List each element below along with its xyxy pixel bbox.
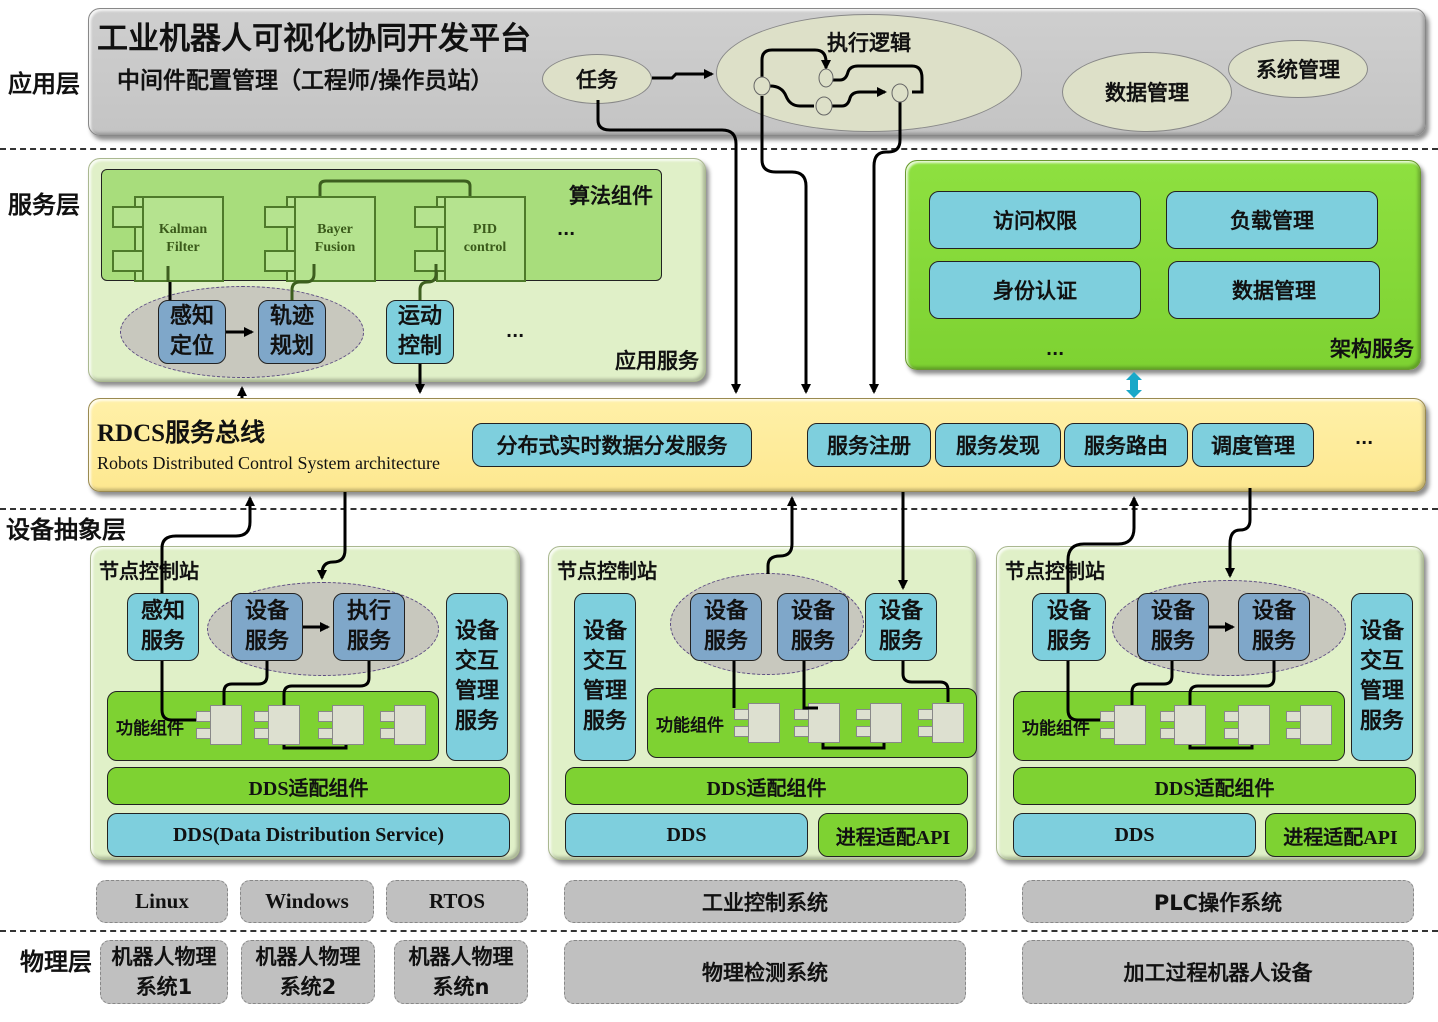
station-title: 节点控制站 <box>99 559 199 583</box>
function-component-icon <box>1160 705 1206 745</box>
layer-label-device-abstraction: 设备抽象层 <box>6 516 126 544</box>
dds-adapter-component[interactable]: DDS适配组件 <box>1013 767 1416 805</box>
exec-logic-node[interactable]: 执行逻辑 <box>716 14 1022 132</box>
device-service[interactable]: 设备 服务 <box>690 593 762 661</box>
application-services-title: 应用服务 <box>615 349 699 373</box>
platform-title: 工业机器人可视化协同开发平台 <box>97 21 531 57</box>
algorithm-bayer-fusion[interactable]: Bayer Fusion <box>264 196 376 282</box>
system-management-node[interactable]: 系统管理 <box>1228 40 1368 98</box>
function-components-label: 功能组件 <box>116 718 184 739</box>
device-service[interactable]: 设备 服务 <box>777 593 849 661</box>
device-interaction-management-service[interactable]: 设备 交互 管理 服务 <box>1351 593 1413 761</box>
device-interaction-management-service[interactable]: 设备 交互 管理 服务 <box>446 593 508 761</box>
os-linux[interactable]: Linux <box>96 880 228 923</box>
function-components-label: 功能组件 <box>656 715 724 736</box>
algorithm-components-title: 算法组件 <box>569 184 653 208</box>
algorithm-label: Bayer Fusion <box>294 196 376 282</box>
bus-item-dds-distribution[interactable]: 分布式实时数据分发服务 <box>472 423 752 467</box>
dds-service[interactable]: DDS <box>565 813 808 857</box>
algorithms-more: ... <box>557 220 576 239</box>
function-component-icon <box>918 703 964 743</box>
dds-data-distribution-service[interactable]: DDS(Data Distribution Service) <box>107 813 510 857</box>
layer-divider <box>0 508 1438 510</box>
platform-subtitle: 中间件配置管理（工程师/操作员站） <box>117 68 494 94</box>
trajectory-planning-service[interactable]: 轨迹 规划 <box>258 300 326 364</box>
function-component-icon <box>318 705 364 745</box>
device-service[interactable]: 设备 服务 <box>1238 593 1310 661</box>
perception-service[interactable]: 感知 服务 <box>127 593 199 661</box>
robot-physical-system-2[interactable]: 机器人物理 系统2 <box>241 940 375 1004</box>
algorithm-kalman-filter[interactable]: Kalman Filter <box>112 196 224 282</box>
function-component-icon <box>196 705 242 745</box>
function-components-label: 功能组件 <box>1022 718 1090 739</box>
data-management-service[interactable]: 数据管理 <box>1168 261 1380 319</box>
os-windows[interactable]: Windows <box>240 880 374 923</box>
device-service[interactable]: 设备 服务 <box>865 593 937 661</box>
algorithm-label: Kalman Filter <box>142 196 224 282</box>
logic-to-bus-line <box>869 100 902 394</box>
robot-physical-system-n[interactable]: 机器人物理 系统n <box>394 940 528 1004</box>
dds-adapter-component[interactable]: DDS适配组件 <box>565 767 968 805</box>
os-industrial-control-system[interactable]: 工业控制系统 <box>564 880 966 923</box>
layer-divider <box>0 148 1438 150</box>
os-rtos[interactable]: RTOS <box>386 880 528 923</box>
data-management-node[interactable]: 数据管理 <box>1062 52 1232 132</box>
function-component-icon <box>380 705 426 745</box>
function-component-icon <box>1224 705 1270 745</box>
task-node[interactable]: 任务 <box>542 54 652 104</box>
exec-logic-label: 执行逻辑 <box>827 31 911 55</box>
identity-authentication-service[interactable]: 身份认证 <box>929 261 1141 319</box>
physical-detection-system[interactable]: 物理检测系统 <box>564 940 966 1004</box>
layer-divider <box>0 930 1438 932</box>
layer-label-application: 应用层 <box>8 70 80 98</box>
access-permission-service[interactable]: 访问权限 <box>929 191 1141 249</box>
load-management-service[interactable]: 负载管理 <box>1166 191 1378 249</box>
layer-label-physical: 物理层 <box>20 948 92 976</box>
function-component-icon <box>794 703 840 743</box>
algorithm-label: PID control <box>444 196 526 282</box>
layer-label-service: 服务层 <box>8 191 80 219</box>
dds-adapter-component[interactable]: DDS适配组件 <box>107 767 510 805</box>
device-service[interactable]: 设备 服务 <box>1137 593 1209 661</box>
station-title: 节点控制站 <box>557 559 657 583</box>
bus-item-scheduling[interactable]: 调度管理 <box>1192 423 1314 467</box>
bus-subtitle: Robots Distributed Control System archit… <box>97 453 440 473</box>
bus-item-service-registration[interactable]: 服务注册 <box>807 423 931 467</box>
app-services-more: ... <box>506 322 525 341</box>
robot-physical-system-1[interactable]: 机器人物理 系统1 <box>100 940 228 1004</box>
dds-service[interactable]: DDS <box>1013 813 1256 857</box>
execution-service[interactable]: 执行 服务 <box>333 593 405 661</box>
motion-control-service[interactable]: 运动 控制 <box>386 300 454 364</box>
machining-robot-equipment[interactable]: 加工过程机器人设备 <box>1022 940 1414 1004</box>
function-component-icon <box>734 703 780 743</box>
service-group-ellipse <box>120 286 364 378</box>
os-plc-operating-system[interactable]: PLC操作系统 <box>1022 880 1414 923</box>
process-adapter-api[interactable]: 进程适配API <box>818 813 968 857</box>
function-component-icon <box>856 703 902 743</box>
bus-title: RDCS服务总线 <box>97 420 266 447</box>
bus-item-service-routing[interactable]: 服务路由 <box>1064 423 1188 467</box>
function-component-icon <box>1100 705 1146 745</box>
logic-to-bus-line <box>760 96 811 394</box>
function-component-icon <box>1286 705 1332 745</box>
device-service[interactable]: 设备 服务 <box>1032 593 1106 661</box>
device-interaction-management-service[interactable]: 设备 交互 管理 服务 <box>574 593 636 761</box>
device-service[interactable]: 设备 服务 <box>231 593 303 661</box>
algorithm-pid-control[interactable]: PID control <box>414 196 526 282</box>
station-title: 节点控制站 <box>1005 559 1105 583</box>
process-adapter-api[interactable]: 进程适配API <box>1265 813 1416 857</box>
arch-bus-double-arrow <box>1126 372 1142 398</box>
perception-localization-service[interactable]: 感知 定位 <box>158 300 226 364</box>
bus-item-service-discovery[interactable]: 服务发现 <box>935 423 1061 467</box>
architecture-services-more: ... <box>1046 340 1065 359</box>
bus-more: ... <box>1355 429 1374 448</box>
architecture-services-title: 架构服务 <box>1330 337 1414 361</box>
function-component-icon <box>254 705 300 745</box>
